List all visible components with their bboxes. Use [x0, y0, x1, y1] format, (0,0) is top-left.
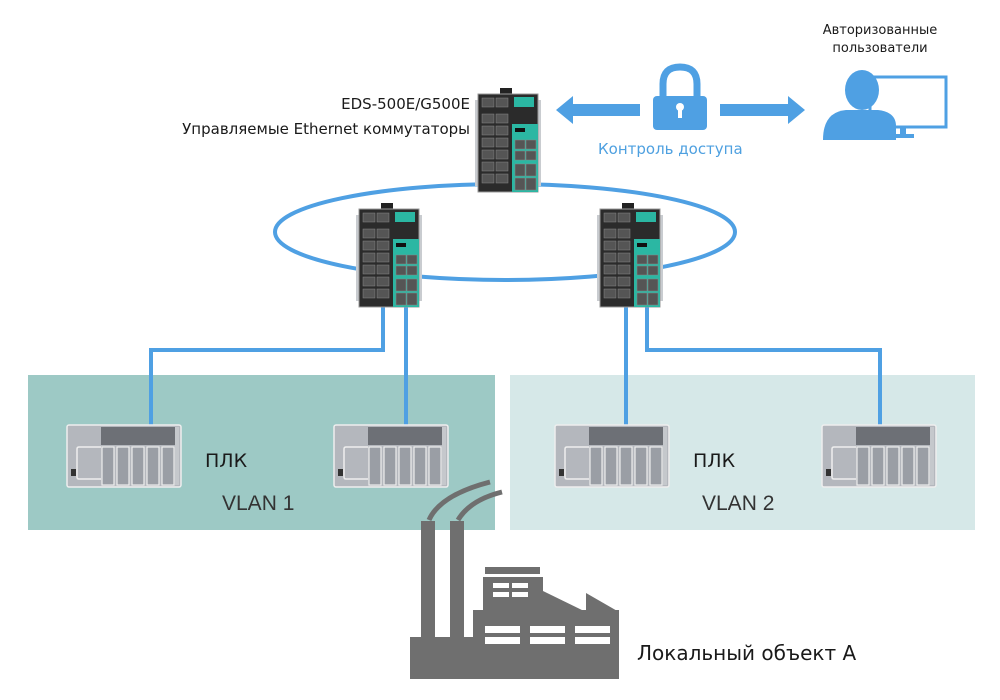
switch-description-label: Управляемые Ethernet коммутаторы: [182, 120, 470, 138]
plc-label-vlan2: ПЛК: [693, 450, 736, 472]
arrow-right-icon: [720, 96, 805, 124]
core-switch-icon: [474, 87, 542, 193]
switch-model-label: EDS-500E/G500E: [341, 95, 470, 113]
plc-1b-icon: [333, 424, 449, 488]
users-label-line1: Авторизованные: [822, 23, 938, 38]
access-control-label: Контроль доступа: [598, 140, 743, 158]
authorized-users-label: Авторизованные пользователи: [800, 22, 960, 58]
switch-left-icon: [355, 202, 423, 308]
ring-link: [273, 182, 737, 282]
factory-icon: [410, 479, 619, 679]
site-label: Локальный объект А: [637, 641, 857, 665]
switch-right-icon: [596, 202, 664, 308]
plc-2b-icon: [821, 424, 937, 488]
plc-2a-icon: [554, 424, 670, 488]
vlan2-label: VLAN 2: [702, 492, 775, 515]
users-label-line2: пользователи: [832, 41, 928, 56]
user-computer-icon: [823, 70, 948, 140]
plc-label-vlan1: ПЛК: [205, 450, 248, 472]
plc-links: [149, 305, 882, 425]
arrow-left-icon: [556, 96, 640, 124]
plc-1a-icon: [66, 424, 182, 488]
vlan1-label: VLAN 1: [222, 492, 295, 515]
lock-icon: [653, 63, 707, 130]
